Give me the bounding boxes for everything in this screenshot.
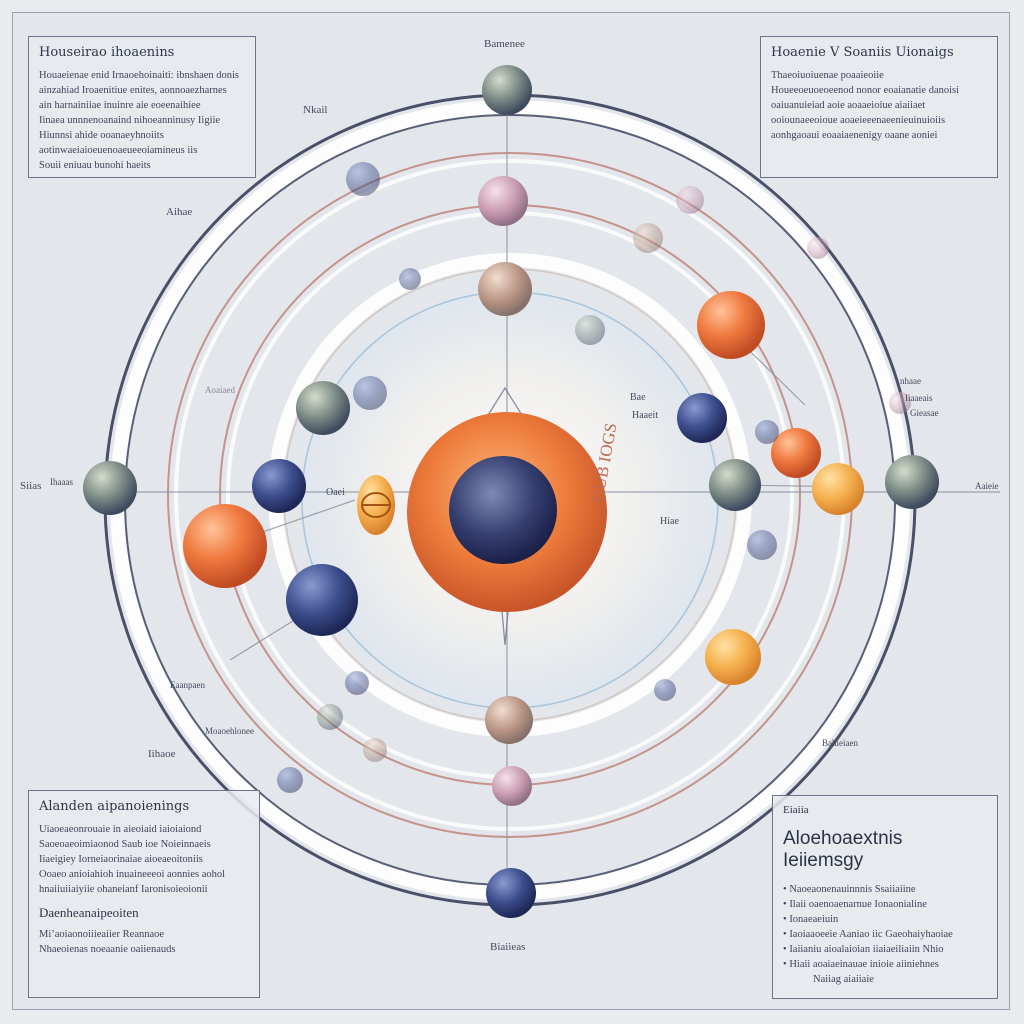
label-right-mid-2: Gieasae [910, 408, 939, 418]
node-left-1 [252, 459, 306, 513]
panel-line: aonhgaoaui eoaaiaenenigy oaane aoniei [771, 130, 938, 141]
panel-line: Iinaea unnnenoanaind nihoeanninusy Iigii… [39, 115, 221, 126]
node-left-2 [296, 381, 350, 435]
core-inner [449, 456, 557, 564]
panel-bullet-text: Ionaeaeiuin [789, 914, 839, 925]
panel-line: Hiunnsi ahide ooanaeyhnoiits [39, 130, 164, 141]
label-left-lower-small: Eaanpaen [170, 680, 205, 690]
nodes [83, 65, 939, 918]
panel-bullet: • Ionaeaeiuin [783, 914, 839, 925]
label-left-lower-small-2: Moaoehlonee [205, 726, 254, 736]
label-right-edge: Aaieie [975, 481, 999, 491]
panel-line: ainzahiad Iroaenitiue enites, aonnoaezha… [39, 85, 227, 96]
node-right-edge [885, 455, 939, 509]
panel-line: aotinwaeiaioeuenoaeueeoiamineus iis [39, 145, 198, 156]
node-right-sage [709, 459, 761, 511]
node-right-yellow [812, 463, 864, 515]
panel-bottom-left: Alanden aipanoienings Uiaoeaeonrouaie in… [28, 790, 260, 998]
panel-top-left: Houseirao ihoaenins Houaeienae enid Irna… [28, 36, 256, 178]
panel-title: Alanden aipanoienings [39, 799, 190, 814]
node-top [482, 65, 532, 115]
panel-title: Hoaenie V Soaniis Uionaigs [771, 45, 954, 60]
panel-bullet: • Hiaii aoaiaeinauae inioie aiiniehnes [783, 959, 939, 970]
panel-big-title: Aloehoaextnis [783, 828, 903, 849]
label-left-bottom: Iihaoe [148, 748, 176, 760]
label-left-node: Ihaaas [50, 477, 73, 487]
node-left-edge [83, 461, 137, 515]
node-left-blue [286, 564, 358, 636]
panel-bullet: • Iaiianiu aioalaioian iiaiaeiliaiin Nhi… [783, 944, 944, 955]
panel-line: Mi’aoiaonoiiieaiier Reannaoe [39, 929, 165, 940]
gold-capsule-icon [357, 475, 395, 535]
panel-line: Iiaeigiey Iorneiaorinaiae aioeaeoitoniis [39, 854, 203, 865]
panel-bullet: • Naoeaonenauinnnis Ssaiiaiine [783, 884, 916, 895]
panel-bottom-right: Eiaiia Aloehoaextnis Ieiiemsgy • Naoeaon… [772, 795, 998, 999]
label-center-top-2: Haaeit [632, 410, 659, 421]
label-top-left-ring: Nkail [303, 104, 328, 116]
panel-bullet: • Ilaii oaenoaenarnue Ionaonialine [783, 899, 927, 910]
panel-small-label: Eiaiia [783, 804, 809, 816]
label-right-mid-1: Iiaaeais [905, 393, 933, 403]
panel-line: Uiaoeaeonrouaie in aieoiaid iaioiaiond [39, 824, 202, 835]
label-top: Bamenee [484, 38, 525, 50]
panel-bullet-text: Hiaii aoaiaeinauae inioie aiiniehnes [789, 959, 939, 970]
node-bottom-taupe [485, 696, 533, 744]
panel-bullet-text: Naoeaonenauinnnis Ssaiiaiine [789, 884, 916, 895]
node-lower-yellow [705, 629, 761, 685]
panel-line: ooiounaeeoioue aoaeieeenaeenieuinuioiis [771, 115, 946, 126]
panel-top-right: Hoaenie V Soaniis Uionaigs Thaeoiuoiuena… [760, 36, 998, 178]
panel-title: Houseirao ihoaenins [39, 45, 175, 60]
label-right-upper: nhaae [900, 376, 921, 386]
panel-line: Thaeoiuoiuenae poaaieoiie [771, 70, 884, 81]
faded-nodes [277, 162, 911, 793]
panel-bullet-text: Iaiianiu aioalaioian iiaiaeiliaiin Nhio [789, 944, 944, 955]
panel-line: ain harnainiiae inuinre aie eoeenaihiee [39, 100, 201, 111]
panel-subtitle: Daenheanaipeoiten [39, 905, 139, 920]
node-right-blue [677, 393, 727, 443]
label-right-lower: Bahieiaen [822, 738, 858, 748]
label-center-top-1: Bae [630, 392, 646, 403]
panel-line: hnaiiuiiaiyiie ohaneianf Iaronisoieoioni… [39, 884, 208, 895]
panel-bullet-text: Ilaii oaenoaenarnue Ionaonialine [789, 899, 927, 910]
panel-line: Houeeoeuoeoeenod nonor eoaianatie danois… [771, 85, 960, 96]
panel-line: Saoeoaeoimiaonod Saub ioe Noieinnaeis [39, 839, 211, 850]
panel-bullet: • Iaoiaaoeeie Aaniao iic Gaeohaiyhaoiae [783, 929, 953, 940]
label-left-upper: Aihae [166, 206, 193, 218]
panel-footer: Naiiag aiaiiaie [813, 974, 874, 985]
center-triangle [484, 386, 526, 646]
panel-big-title-2: Ieiiemsgy [783, 850, 864, 871]
panel-line: oaiuanuieiad aoie aoaaeioiue aiaiiaet [771, 100, 926, 111]
node-top-2 [478, 176, 528, 226]
panel-line: Houaeienae enid Irnaoehoinaiti: ibnshaen… [39, 70, 240, 81]
node-left-orange [183, 504, 267, 588]
label-misc-upper-left: Aoaiaed [205, 385, 235, 395]
node-bottom [486, 868, 536, 918]
label-bottom: Biaiieas [490, 941, 526, 953]
label-left-edge: Siias [20, 480, 42, 492]
panel-line: Souii eniuau bunohi haeits [39, 160, 151, 171]
panel-line: Nhaeoienas noeaanie oaiienauds [39, 944, 176, 955]
panel-line: Ooaeo anioiahioh inuaineeeoi aonnies aoh… [39, 869, 226, 880]
node-right-orange [697, 291, 765, 359]
node-bottom-pink [492, 766, 532, 806]
node-top-3 [478, 262, 532, 316]
label-center-right: Hiae [660, 516, 679, 527]
node-right-orange-2 [771, 428, 821, 478]
label-center-left: Oaei [326, 487, 345, 498]
panel-bullet-text: Iaoiaaoeeie Aaniao iic Gaeohaiyhaoiae [789, 929, 953, 940]
